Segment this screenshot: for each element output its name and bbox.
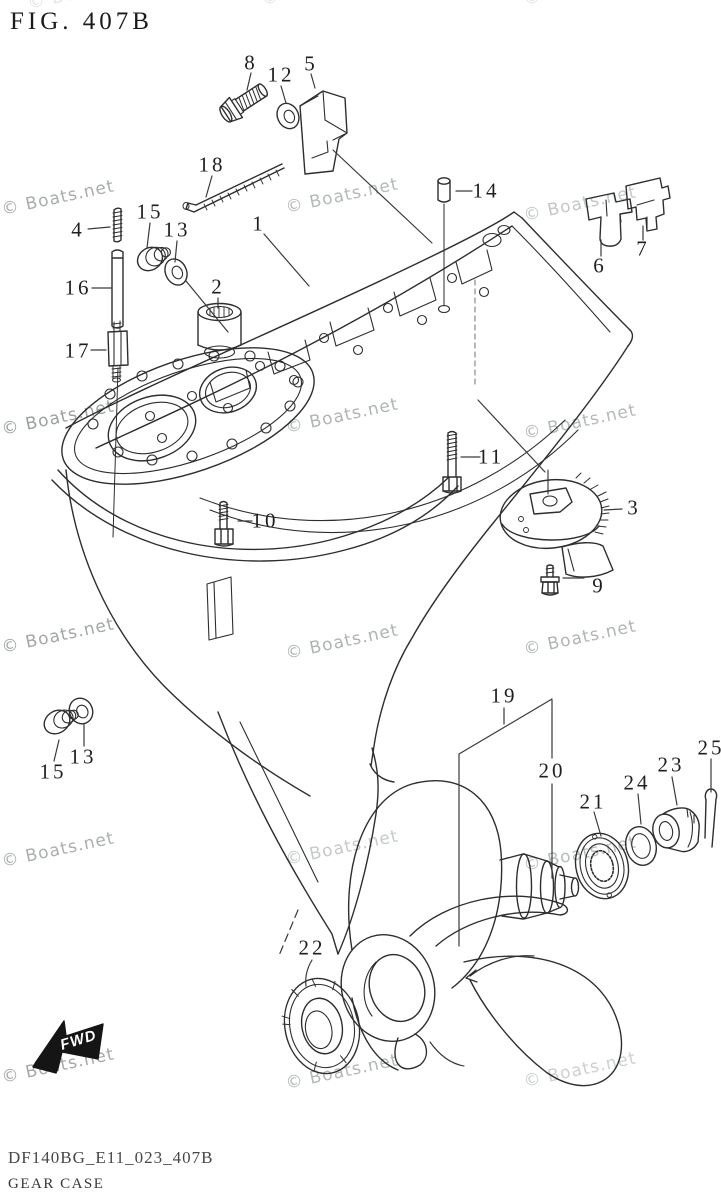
figure-title: FIG. 407B: [10, 8, 153, 35]
washer-12-glyph: [273, 100, 303, 132]
stud-4-glyph: [113, 208, 122, 242]
bolt-9-glyph: [541, 565, 559, 595]
leader-lines: [54, 73, 711, 986]
fwd-arrow: FWD: [33, 1021, 103, 1073]
clip-7-glyph: [626, 178, 670, 231]
washer-13-top-glyph: [161, 255, 191, 288]
plug-15-bottom-glyph: [40, 701, 82, 739]
washer-24-glyph: [622, 823, 661, 868]
anode-5-glyph: [300, 91, 347, 174]
coupler-17-glyph: [108, 321, 128, 382]
plug-15-top-glyph: [133, 238, 174, 275]
nut-23-glyph: [650, 808, 699, 852]
pin-14-glyph: [438, 178, 450, 202]
spacer-22-glyph: [275, 971, 368, 1080]
drawing-code: DF140BG_E11_023_407B: [8, 1148, 214, 1167]
clip-6-glyph: [586, 193, 632, 246]
bolt-10-glyph: [215, 502, 233, 547]
cotter-pin-25-glyph: [705, 789, 717, 847]
gear-case-body: [45, 204, 633, 954]
bushing-2-glyph: [198, 304, 241, 359]
trim-tab-3-glyph: [496, 470, 613, 577]
bolt-11-glyph: [443, 432, 461, 494]
trim-strap-18-glyph: [183, 164, 284, 212]
washer-13-bottom-glyph: [65, 694, 97, 727]
torpedo-and-propeller: [328, 764, 622, 1086]
tube-16-glyph: [112, 250, 123, 328]
figure-caption: GEAR CASE: [8, 1176, 105, 1192]
bearing-21-glyph: [569, 828, 635, 905]
bolt-8-glyph: [216, 78, 272, 126]
